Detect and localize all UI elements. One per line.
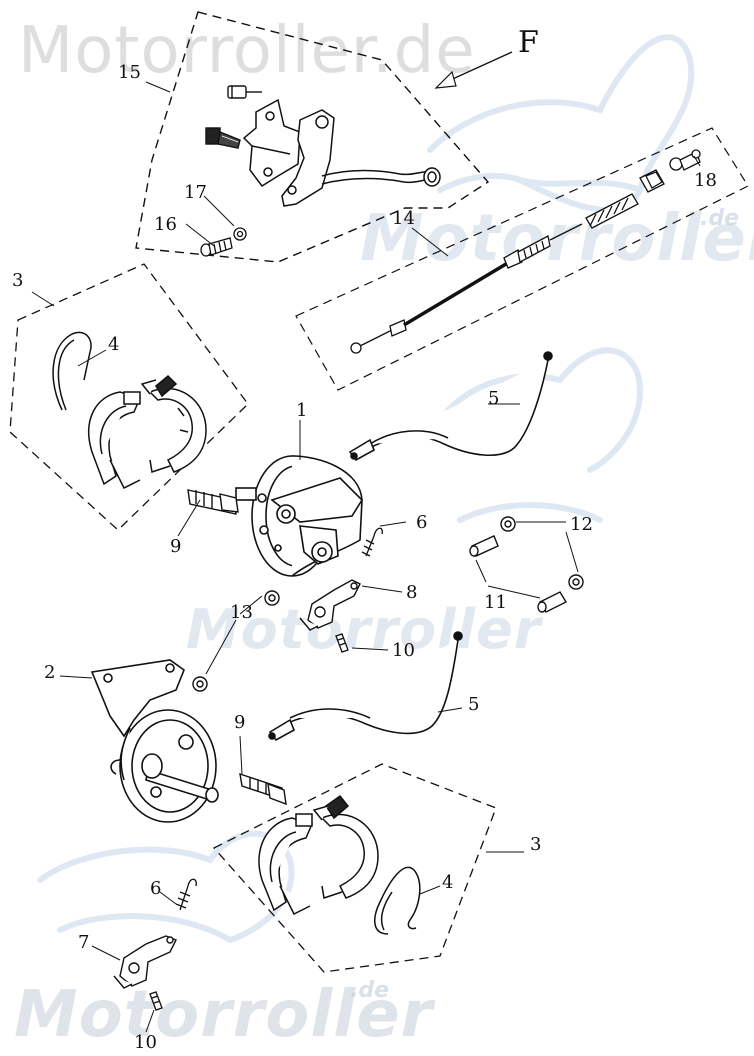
- brake-cam-top-part: [187, 489, 239, 515]
- callout-4-bottom: 4: [442, 872, 454, 893]
- callout-5-bottom: 5: [468, 694, 480, 715]
- callout-4-top: 4: [108, 334, 120, 355]
- brake-plate-rear-part: [90, 659, 219, 823]
- callout-1: 1: [296, 400, 308, 421]
- spring-bottom-part: [175, 878, 197, 911]
- spring-top-part: [361, 527, 383, 557]
- callout-8: 8: [406, 582, 418, 603]
- brake-arm-bottom-part: [113, 935, 177, 989]
- callout-15: 15: [118, 62, 141, 83]
- watermark-bottom: Motorroller: [14, 978, 434, 1052]
- callout-3-top: 3: [12, 270, 24, 291]
- callout-12: 12: [570, 514, 593, 535]
- lever-group-outline: [135, 11, 490, 263]
- callout-leader-lines: [31, 81, 701, 1033]
- brake-cable-front-part: [348, 351, 553, 462]
- return-spring-part: [52, 331, 92, 411]
- screw-bottom-part: [149, 991, 163, 1011]
- callout-6-bottom: 6: [150, 878, 162, 899]
- screw-mid-part: [335, 633, 349, 653]
- watermark-middle-lower: Motorroller: [186, 598, 542, 661]
- watermark-de-lower: .de: [350, 978, 390, 1003]
- callout-2: 2: [44, 662, 56, 683]
- callout-17: 17: [184, 182, 207, 203]
- callout-9-bottom: 9: [234, 712, 246, 733]
- callout-13: 13: [230, 602, 253, 623]
- watermark-de-upper: .de: [700, 206, 740, 231]
- brake-shoes-part: [88, 374, 207, 490]
- watermark-top: Motorroller.de: [18, 14, 476, 88]
- view-arrow-icon: [434, 51, 513, 89]
- cable-group-outline: [295, 127, 749, 391]
- callout-7: 7: [78, 932, 90, 953]
- washer-part: [192, 590, 280, 692]
- brake-cable-rear-part: [268, 631, 463, 742]
- bolt-part: [227, 85, 262, 99]
- callout-10-bottom: 10: [134, 1032, 157, 1053]
- brake-shoe-group-outline-bottom: [212, 763, 497, 973]
- screw-part: [205, 127, 241, 149]
- brake-cam-bottom-part: [239, 772, 287, 806]
- callout-5-top: 5: [488, 388, 500, 409]
- callout-18: 18: [694, 170, 717, 191]
- callout-14: 14: [392, 208, 415, 229]
- pin-and-washer-part: [469, 516, 584, 613]
- callout-11: 11: [484, 592, 507, 613]
- callout-9-top: 9: [170, 536, 182, 557]
- brake-shoes-bottom-part: [258, 794, 379, 916]
- brake-lever-part: [281, 109, 441, 207]
- callout-16: 16: [154, 214, 177, 235]
- small-bolt-part: [200, 227, 247, 257]
- return-spring-bottom-part: [374, 866, 421, 935]
- brake-plate-front-part: [235, 455, 364, 577]
- callout-10-mid: 10: [392, 640, 415, 661]
- callout-3-bottom: 3: [530, 834, 542, 855]
- brake-arm-part: [299, 579, 361, 631]
- view-marker-label: F: [518, 25, 539, 60]
- brake-cable-part: [350, 149, 701, 354]
- lever-bracket-part: [242, 98, 301, 188]
- callout-6-top: 6: [416, 512, 428, 533]
